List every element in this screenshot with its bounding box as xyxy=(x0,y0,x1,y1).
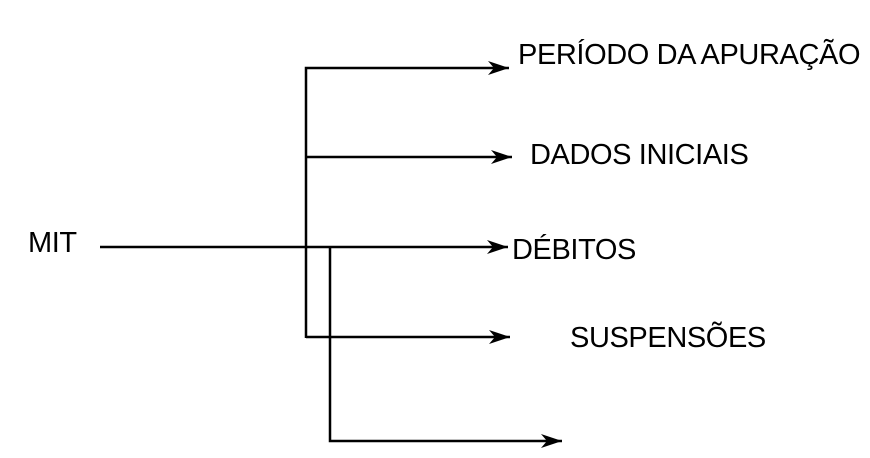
arrow-unlabeled xyxy=(328,247,562,448)
arrow-periodo-da-apuracao xyxy=(304,61,509,338)
branch-label-debitos: DÉBITOS xyxy=(512,234,636,266)
branch-label-dados-iniciais: DADOS INICIAIS xyxy=(530,139,749,171)
branch-label-suspensoes: SUSPENSÕES xyxy=(570,322,766,354)
branch-label-periodo-da-apuracao: PERÍODO DA APURAÇÃO xyxy=(518,39,861,71)
root-label-mit: MIT xyxy=(28,227,77,259)
